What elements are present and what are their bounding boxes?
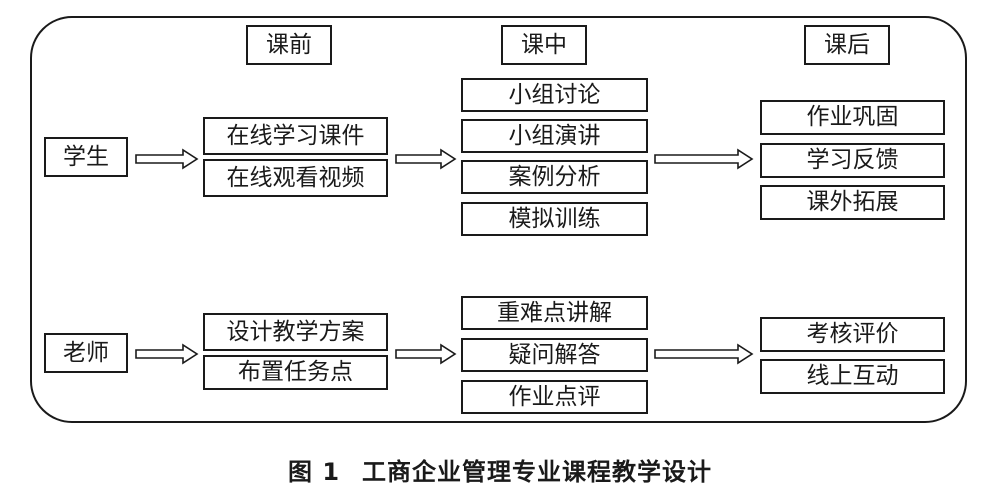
- student-before-to-during-arrow: [395, 148, 457, 170]
- student-before-item: 在线观看视频: [203, 159, 388, 197]
- figure-number: 图 1: [287, 458, 341, 486]
- teacher-before-to-during-arrow: [395, 343, 457, 365]
- figure-caption: 图 1 工商企业管理专业课程教学设计: [0, 452, 1000, 487]
- student-to-before-arrow: [135, 148, 199, 170]
- student-during-item: 小组演讲: [461, 119, 648, 153]
- student-during-to-after-arrow: [654, 148, 754, 170]
- teacher-during-to-after-arrow: [654, 343, 754, 365]
- student-during-item: 小组讨论: [461, 78, 648, 112]
- student-after-item: 课外拓展: [760, 185, 945, 220]
- teacher-before-item: 布置任务点: [203, 355, 388, 390]
- student-before-item: 在线学习课件: [203, 117, 388, 155]
- role-teacher: 老师: [44, 333, 128, 373]
- teacher-to-before-arrow: [135, 343, 199, 365]
- student-after-item: 学习反馈: [760, 143, 945, 178]
- phase-after-header: 课后: [804, 25, 890, 65]
- teacher-after-item: 线上互动: [760, 359, 945, 394]
- teacher-after-item: 考核评价: [760, 317, 945, 352]
- teacher-during-item: 疑问解答: [461, 338, 648, 372]
- teacher-during-item: 作业点评: [461, 380, 648, 414]
- teacher-before-item: 设计教学方案: [203, 313, 388, 351]
- figure-title: 工商企业管理专业课程教学设计: [362, 458, 713, 486]
- student-during-item: 案例分析: [461, 160, 648, 194]
- role-student: 学生: [44, 137, 128, 177]
- student-after-item: 作业巩固: [760, 100, 945, 135]
- student-during-item: 模拟训练: [461, 202, 648, 236]
- teacher-during-item: 重难点讲解: [461, 296, 648, 330]
- diagram-frame: [30, 16, 967, 423]
- phase-during-header: 课中: [501, 25, 587, 65]
- phase-before-header: 课前: [246, 25, 332, 65]
